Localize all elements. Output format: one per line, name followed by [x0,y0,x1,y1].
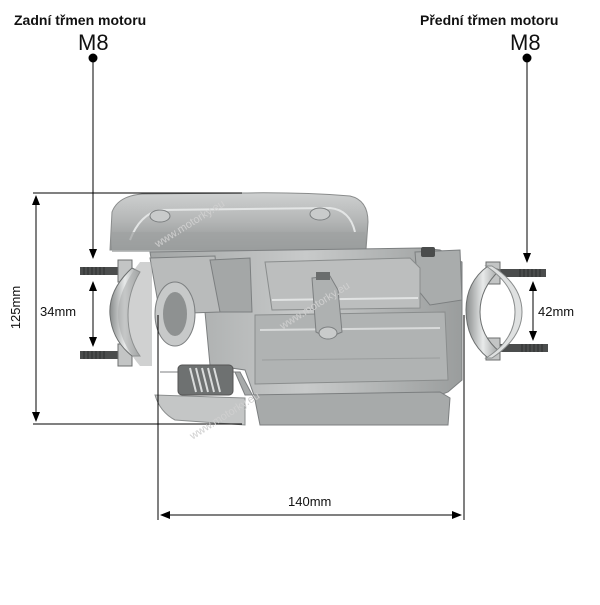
rear-lower-stud [80,351,124,359]
rear-thread-label: M8 [78,30,109,55]
engine-sump [160,371,451,426]
front-lower-stud [500,344,548,352]
rear-clamp [80,259,196,367]
front-upper-stud [500,269,546,277]
rear-clamp-title: Zadní třmen motoru [14,12,147,28]
height-dimension-label: 125mm [8,285,24,330]
front-clamp-title: Přední třmen motoru [420,12,559,28]
engine-illustration [109,192,463,426]
front-clamp [465,261,548,361]
width-dimension-label: 140mm [288,494,332,509]
annotation-lines [32,53,537,520]
front-thread-label: M8 [510,30,541,55]
rear-upper-stud [80,267,124,275]
rear-clamp-dimension-label: 34mm [40,304,77,319]
front-clamp-dimension-label: 42mm [538,304,575,319]
